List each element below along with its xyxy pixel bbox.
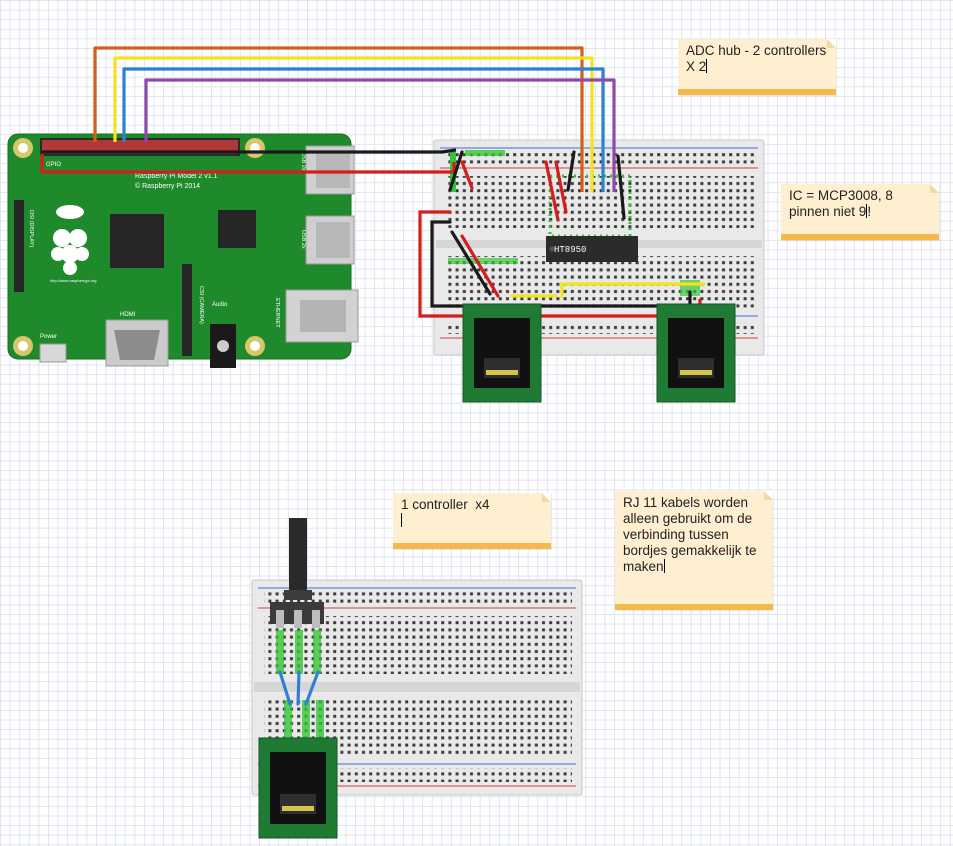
audio-label: Audio <box>212 302 228 308</box>
raspberry-pi-board <box>7 133 359 368</box>
power-port <box>39 343 67 363</box>
soc-chip <box>110 214 164 268</box>
wire-yellow <box>113 56 594 192</box>
ic-chip: HT8950 <box>546 236 638 262</box>
note-rj11-line4: bordjes gemakkelijk te <box>623 543 757 558</box>
note-adc-hub-line1: ADC hub - 2 controllers <box>686 43 827 58</box>
chip-label: HT8950 <box>554 245 586 255</box>
note-ic-line2-tail: ! <box>867 204 872 219</box>
wire-red-power <box>40 154 456 174</box>
usb-top-label: USB 2x <box>300 152 306 171</box>
dsi-label: DSI (DISPLAY) <box>28 210 34 247</box>
raspberry-logo <box>51 205 89 275</box>
note-rj11-line2: alleen gebruikt om de <box>623 511 753 526</box>
power-label: Power <box>40 334 57 340</box>
wire-orange <box>93 46 584 192</box>
rj11-module-left <box>462 303 542 403</box>
ethernet-label: ETHERNET <box>274 298 280 328</box>
note-adc-hub[interactable]: ADC hub - 2 controllers X 2 <box>678 39 836 95</box>
note-ic-line2: pinnen niet 9 <box>789 204 867 219</box>
wire-black-ground <box>42 148 457 154</box>
gpio-wires <box>40 46 616 192</box>
note-adc-hub-line2: X 2 <box>686 59 707 74</box>
text-caret <box>663 559 665 573</box>
hdmi-label: HDMI <box>120 312 136 318</box>
usb-bottom-label: USB 2x <box>300 230 306 249</box>
note-rj11-line5: maken <box>623 559 664 574</box>
pi-model-text: Raspberry Pi Model 2 v1.1 <box>135 173 218 180</box>
text-caret <box>706 59 708 73</box>
text-caret <box>866 204 868 218</box>
breadboard-controller-wires <box>278 670 320 706</box>
note-ic-line1: IC = MCP3008, 8 <box>789 188 893 203</box>
note-ic[interactable]: IC = MCP3008, 8 pinnen niet 9! <box>781 184 939 240</box>
potentiometer <box>270 518 324 628</box>
note-rj11-line3: verbinding tussen <box>623 527 729 542</box>
rj11-module-right <box>656 303 736 403</box>
note-rj11-line1: RJ 11 kabels worden <box>623 495 749 510</box>
gpio-label: GPIO <box>46 162 61 168</box>
breadboard-controller-active-holes <box>276 630 324 744</box>
csi-connector <box>182 264 192 356</box>
pi-copyright-text: © Raspberry Pi 2014 <box>135 182 200 190</box>
wire-purple <box>144 78 616 192</box>
pi-url-label: http://www.raspberrypi.org <box>50 278 96 283</box>
note-one-controller[interactable]: 1 controller x4 <box>393 493 551 549</box>
csi-label: CSI (CAMERA) <box>198 286 204 324</box>
ram-chip <box>218 210 256 248</box>
rj11-module-controller <box>258 737 338 839</box>
note-rj11[interactable]: RJ 11 kabels worden alleen gebruikt om d… <box>615 491 773 610</box>
note-one-controller-line1: 1 controller x4 <box>401 497 490 512</box>
text-caret <box>401 513 402 527</box>
wire-blue <box>122 67 605 192</box>
dsi-connector <box>14 200 24 292</box>
